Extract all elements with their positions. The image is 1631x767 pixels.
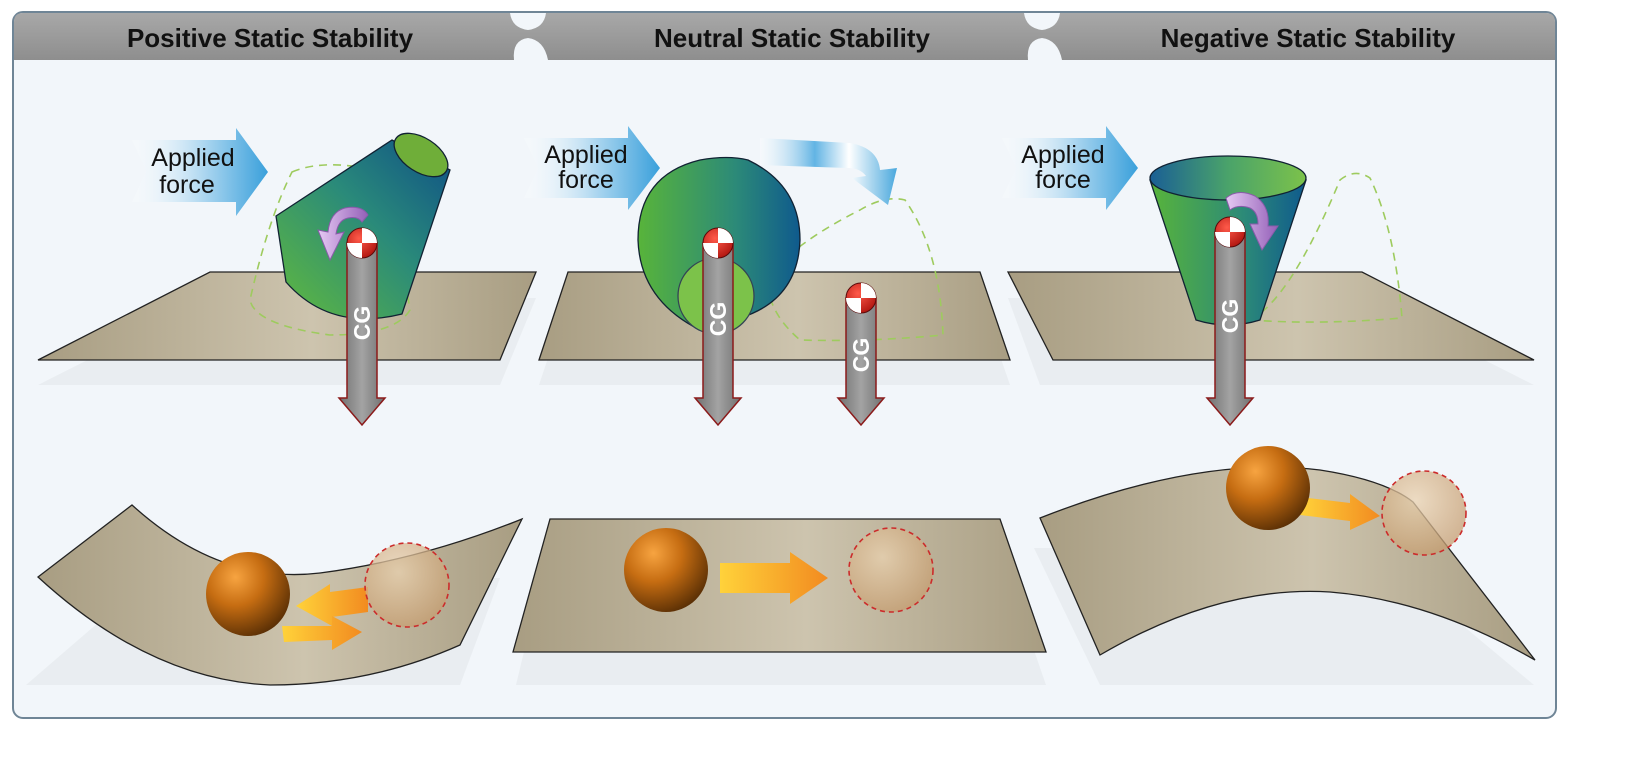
- cg-label: CG: [349, 306, 375, 341]
- panel-title-negative: Negative Static Stability: [1161, 23, 1456, 53]
- flat-surface: [1006, 271, 1535, 361]
- cg-symbol-icon: [702, 227, 734, 259]
- cg-symbol-icon: [1214, 216, 1246, 248]
- motion-arrow-icon: [296, 584, 368, 626]
- cg-weight-arrow: [1205, 231, 1255, 427]
- applied-force-label-line1: Applied: [151, 144, 234, 172]
- applied-force-arrow-icon: [132, 128, 268, 216]
- panel-positive: Applied force CG: [26, 128, 537, 686]
- rotation-arrow-icon: [317, 206, 369, 262]
- header-bar: [14, 13, 1555, 60]
- panel-title-positive: Positive Static Stability: [127, 23, 414, 53]
- cone-top-face: [393, 132, 449, 178]
- flat-surface: [37, 271, 537, 361]
- ball: [1226, 446, 1310, 530]
- panel-title-neutral: Neutral Static Stability: [654, 23, 930, 53]
- applied-force-label-line1: Applied: [544, 141, 627, 169]
- motion-arrow-icon: [1300, 494, 1380, 530]
- cg-label: CG: [705, 302, 731, 337]
- applied-force-label-line1: Applied: [1021, 141, 1104, 169]
- applied-force-arrow-icon: [1002, 126, 1138, 210]
- applied-force-label-line2: force: [1035, 166, 1091, 194]
- inverted-cone-top: [1149, 155, 1307, 201]
- displaced-ball: [1381, 470, 1467, 556]
- cg-symbol-icon: [346, 227, 378, 259]
- cg-symbol-icon: [845, 282, 877, 314]
- applied-force-label-line2: force: [558, 166, 614, 194]
- panel-neutral: Applied force CG CG: [512, 126, 1047, 685]
- motion-arrow-icon: [282, 616, 362, 650]
- ball: [206, 552, 290, 636]
- motion-arrow-icon: [720, 552, 828, 604]
- rotation-arrow-icon: [1225, 192, 1279, 252]
- applied-force-arrow-icon: [524, 126, 660, 210]
- ball: [624, 528, 708, 612]
- cg-weight-arrow: [693, 242, 743, 427]
- cg-label-displaced: CG: [848, 338, 874, 373]
- applied-force-arrow-icon: [760, 138, 897, 205]
- applied-force-label-line2: force: [159, 171, 215, 199]
- displaced-outline: [1247, 172, 1403, 323]
- cg-weight-arrow-displaced: [836, 297, 886, 427]
- displaced-ball: [848, 527, 934, 613]
- cg-weight-arrow: [337, 242, 387, 427]
- displaced-ball: [364, 542, 450, 628]
- panel-negative: Applied force CG: [1002, 126, 1536, 685]
- cg-label: CG: [1217, 299, 1243, 334]
